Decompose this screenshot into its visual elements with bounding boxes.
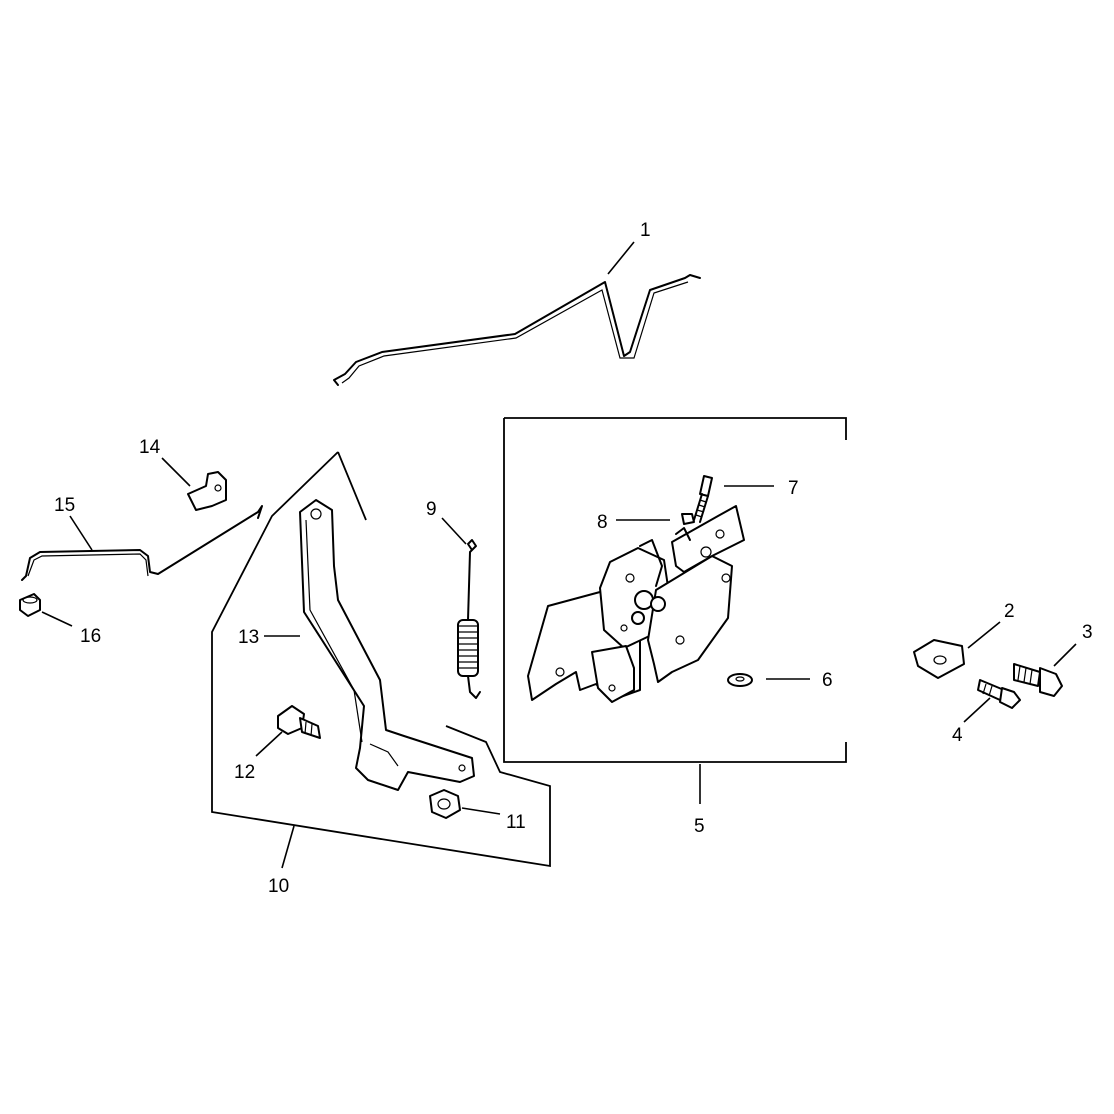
part-7-screw[interactable] (693, 475, 713, 523)
callout-9: 9 (426, 499, 437, 520)
callout-16: 16 (80, 626, 101, 647)
callout-13: 13 (238, 627, 259, 648)
callout-6: 6 (822, 670, 833, 691)
part-2-clip[interactable] (913, 639, 965, 679)
part-9-spring[interactable] (457, 539, 481, 699)
callout-2: 2 (1004, 601, 1015, 622)
part-6-washer[interactable] (727, 673, 753, 687)
part-11-nut[interactable] (429, 789, 461, 819)
leader-lines (41, 241, 1077, 869)
callout-12: 12 (234, 762, 255, 783)
part-1-rod[interactable] (333, 274, 701, 386)
callout-7: 7 (788, 478, 799, 499)
callout-1: 1 (640, 220, 651, 241)
callout-10: 10 (268, 876, 289, 897)
part-14-clip[interactable] (187, 471, 227, 511)
callout-5: 5 (694, 816, 705, 837)
callout-3: 3 (1082, 622, 1093, 643)
part-16-plug[interactable] (19, 593, 41, 617)
part-3-bolt[interactable] (1013, 663, 1063, 697)
callout-11: 11 (506, 812, 526, 833)
callout-4: 4 (952, 725, 963, 746)
callout-15: 15 (54, 495, 75, 516)
group-5-bracket (503, 417, 847, 763)
part-5-control-plate-assembly[interactable] (527, 505, 745, 703)
part-12-bolt[interactable] (277, 705, 321, 739)
part-13-lever[interactable] (299, 499, 475, 791)
callout-numbers: 1 2 3 4 5 6 7 8 9 10 11 12 13 14 15 16 (54, 220, 1093, 897)
part-8-nut[interactable] (681, 513, 695, 525)
part-4-bolt[interactable] (977, 679, 1021, 709)
group-10-outline (211, 451, 551, 868)
callout-14: 14 (139, 437, 161, 458)
part-15-rod[interactable] (21, 505, 263, 581)
callout-8: 8 (597, 512, 608, 533)
